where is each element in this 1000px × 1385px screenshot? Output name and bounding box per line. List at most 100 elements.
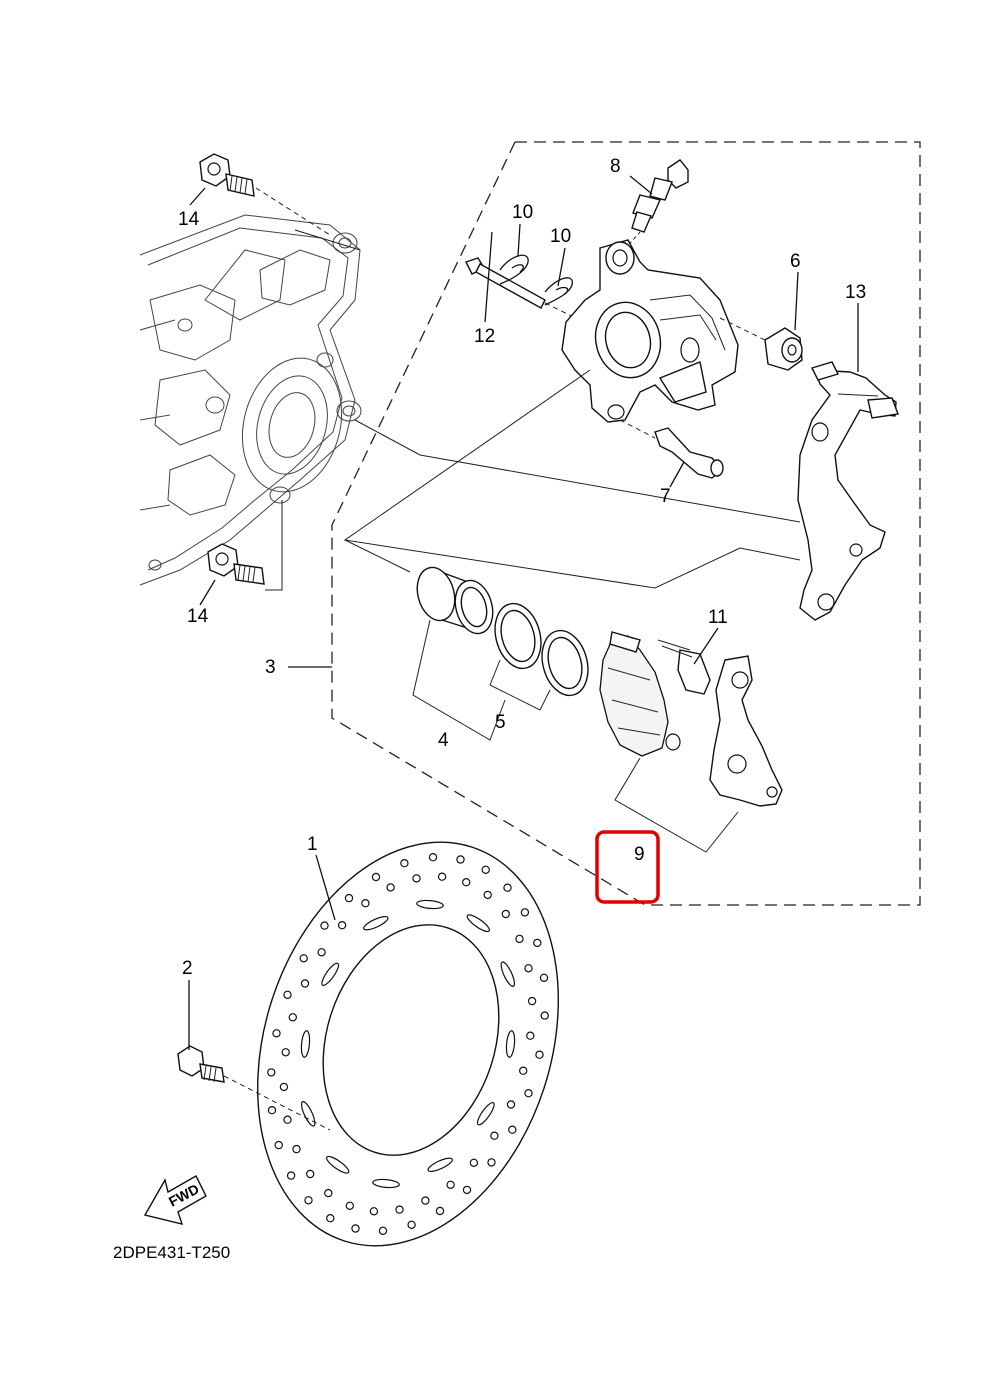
bleed-screw [623, 159, 689, 251]
disc-hole [300, 1101, 316, 1127]
disc-hole [540, 1011, 549, 1020]
disc-hole [292, 1144, 301, 1154]
assembly-guide-lines [265, 229, 801, 591]
disc-hole [527, 996, 537, 1006]
callout-8: 8 [610, 156, 621, 177]
disc-hole [428, 853, 438, 862]
swingarm-casting [139, 214, 362, 586]
disc-hole [416, 899, 444, 910]
disc-hole [326, 1213, 335, 1223]
bolt-14-lower [207, 543, 265, 585]
disc-hole [372, 1178, 400, 1189]
disc-hole [371, 872, 381, 882]
callout-2: 2 [182, 958, 193, 979]
callout-5: 5 [495, 712, 506, 733]
callout-10-right: 10 [550, 226, 571, 247]
disc-hole [435, 1206, 445, 1216]
leader-4 [412, 619, 506, 741]
disc-hole [506, 1100, 516, 1109]
disc-hole [462, 878, 471, 887]
disc-hole [446, 1180, 455, 1190]
disc-hole [299, 954, 308, 963]
r-clip-b [544, 277, 573, 306]
disc-hole [324, 1188, 333, 1198]
disc-hole [321, 962, 340, 986]
caliper-bracket [797, 361, 899, 621]
rubber-boot [719, 317, 803, 371]
disc-hole [520, 908, 530, 917]
bolt-14-upper [199, 153, 331, 236]
callout-3: 3 [265, 657, 276, 678]
disc-hole [501, 909, 510, 919]
disc-hole [508, 1125, 517, 1134]
leader-9 [614, 757, 739, 853]
piston [416, 566, 494, 635]
callout-9-highlight [595, 830, 660, 904]
disc-hole [503, 883, 512, 892]
caliper-assembly-boundary [331, 141, 921, 906]
disc-hole [400, 859, 409, 868]
disc-hole [283, 990, 292, 1000]
disc-hole [320, 921, 329, 930]
disc-hole [345, 1201, 354, 1211]
disc-hole [524, 1088, 533, 1098]
brake-disc [257, 841, 559, 1247]
callout-12: 12 [474, 326, 495, 347]
disc-hole [481, 865, 490, 875]
dust-seal [541, 629, 589, 697]
disc-hole [272, 1029, 281, 1038]
disc-hole [386, 883, 395, 892]
disc-hole [288, 1013, 297, 1022]
disc-hole [281, 1048, 290, 1057]
disc-hole [515, 934, 524, 944]
disc-hole [306, 1169, 315, 1179]
caliper-body [561, 239, 739, 423]
disc-bolt [177, 1045, 331, 1131]
disc-hole [483, 890, 492, 900]
disc-hole [369, 1207, 379, 1216]
disc-hole [361, 899, 370, 908]
r-clip-a [499, 254, 529, 285]
disc-hole [539, 973, 549, 983]
disc-hole [469, 1158, 479, 1168]
disc-hole [412, 874, 421, 883]
disc-hole [519, 1066, 528, 1075]
disc-hole [437, 872, 447, 881]
callout-14-lower: 14 [187, 606, 209, 627]
piston-seal [494, 602, 542, 670]
callout-10-left: 10 [512, 202, 533, 223]
disc-hole [395, 1205, 404, 1214]
disc-hole [337, 921, 347, 930]
disc-hole [344, 893, 354, 903]
disc-hole [487, 1158, 496, 1167]
disc-hole [535, 1050, 544, 1059]
disc-hole [466, 914, 490, 933]
disc-hole [363, 915, 389, 931]
brake-pad-outer [709, 655, 783, 807]
disc-hole [283, 1115, 292, 1124]
pad-spring [657, 639, 711, 695]
disc-hole [300, 979, 310, 988]
callout-14-upper: 14 [178, 209, 200, 230]
fwd-arrow-icon: FWD [143, 1175, 207, 1225]
callout-6: 6 [790, 251, 801, 272]
disc-hole [427, 1157, 453, 1173]
disc-hole [267, 1105, 277, 1115]
disc-hole [524, 964, 533, 973]
callout-7: 7 [660, 486, 671, 507]
brake-pad-inner [599, 631, 681, 757]
disc-hole [490, 1131, 499, 1140]
callout-1: 1 [307, 834, 318, 855]
disc-hole [500, 961, 516, 987]
disc-hole [326, 1155, 350, 1174]
callout-4: 4 [438, 730, 449, 751]
disc-hole [267, 1068, 276, 1077]
disc-hole [421, 1196, 430, 1205]
callout-11: 11 [708, 607, 728, 628]
disc-hole [279, 1082, 289, 1092]
disc-hole [533, 938, 542, 948]
disc-hole [462, 1185, 472, 1195]
disc-holes [267, 853, 549, 1236]
disc-hole [378, 1226, 388, 1236]
